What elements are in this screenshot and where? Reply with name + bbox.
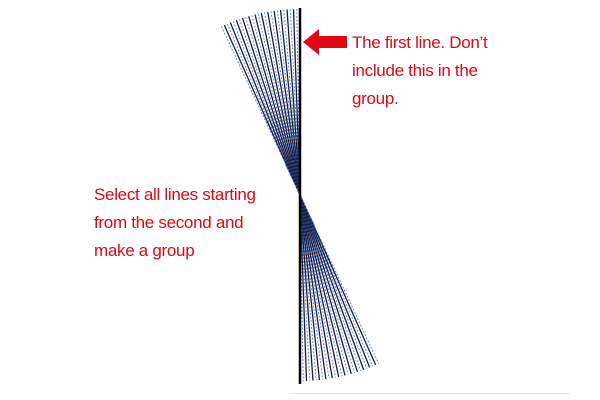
arrow-shaft — [318, 36, 347, 48]
select-lines-note: Select all lines starting from the secon… — [94, 181, 256, 265]
first-line-note-line-1: The first line. Don’t — [352, 33, 488, 52]
arrow-head — [303, 29, 319, 55]
select-lines-note-line-1: Select all lines starting — [94, 185, 256, 204]
first-line-note-line-3: group. — [352, 89, 399, 108]
first-line-note: The first line. Don’t include this in th… — [352, 29, 488, 113]
select-lines-note-line-3: make a group — [94, 241, 195, 260]
first-line-note-line-2: include this in the — [352, 61, 478, 80]
select-lines-note-line-2: from the second and — [94, 213, 244, 232]
red-arrow-icon — [303, 29, 347, 55]
bottom-divider — [290, 393, 570, 394]
